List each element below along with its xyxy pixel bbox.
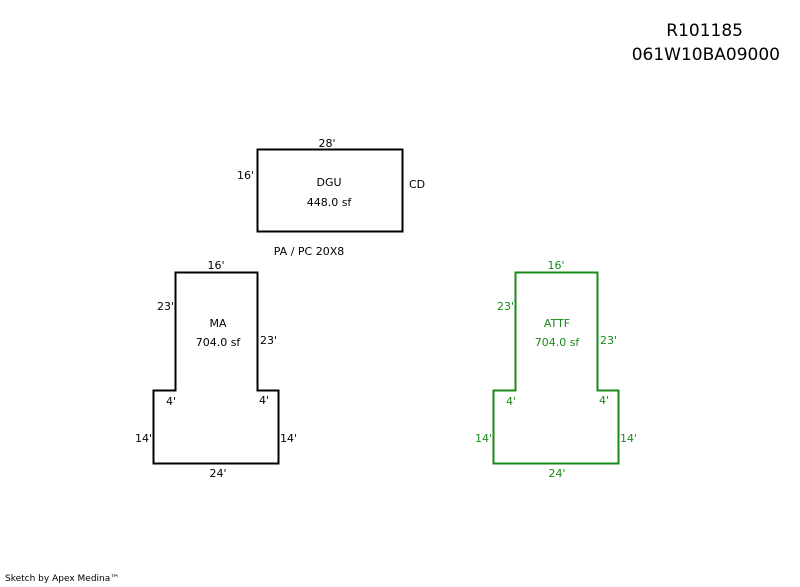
ma-dim-left-step: 4' (166, 395, 176, 408)
ma-dim-left-lower: 14' (135, 432, 152, 445)
attf-dim-bottom: 24' (548, 467, 565, 480)
attf-area: 704.0 sf (535, 336, 581, 349)
attf-dim-left-step: 4' (506, 395, 516, 408)
footer-credit: Sketch by Apex Medina™ (5, 574, 120, 584)
attf-dim-right-lower: 14' (620, 432, 637, 445)
dgu-area: 448.0 sf (307, 196, 353, 209)
shape-dgu: DGU 448.0 sf 28' 16' CD (237, 137, 425, 233)
dgu-side-label: CD (409, 178, 425, 191)
shape-attf: ATTF 704.0 sf 16' 23' 23' 4' 4' 14' 14' … (475, 259, 637, 480)
attf-dim-right-upper: 23' (600, 334, 617, 347)
dgu-name: DGU (316, 176, 341, 189)
map-number: 061W10BA09000 (631, 45, 780, 65)
attf-outline (492, 271, 620, 465)
ma-dim-left-upper: 23' (157, 300, 174, 313)
attf-name: ATTF (544, 317, 570, 330)
ma-name: MA (209, 317, 226, 330)
ma-dim-right-upper: 23' (260, 334, 277, 347)
ma-dim-bottom: 24' (209, 467, 226, 480)
dgu-outline (256, 148, 404, 233)
dgu-dim-top: 28' (318, 137, 335, 150)
ma-dim-right-lower: 14' (280, 432, 297, 445)
ma-outline (152, 271, 280, 465)
shape-ma: MA 704.0 sf 16' 23' 23' 4' 4' 14' 14' 24… (135, 259, 297, 480)
attf-dim-right-step: 4' (599, 394, 609, 407)
parcel-id: R101185 (666, 21, 743, 41)
ma-dim-top: 16' (207, 259, 224, 272)
dgu-dim-left: 16' (237, 169, 254, 182)
attf-dim-left-lower: 14' (475, 432, 492, 445)
attf-dim-top: 16' (547, 259, 564, 272)
ma-dim-right-step: 4' (259, 394, 269, 407)
attf-dim-left-upper: 23' (497, 300, 514, 313)
ma-area: 704.0 sf (196, 336, 242, 349)
pa-pc-label: PA / PC 20X8 (274, 245, 345, 258)
